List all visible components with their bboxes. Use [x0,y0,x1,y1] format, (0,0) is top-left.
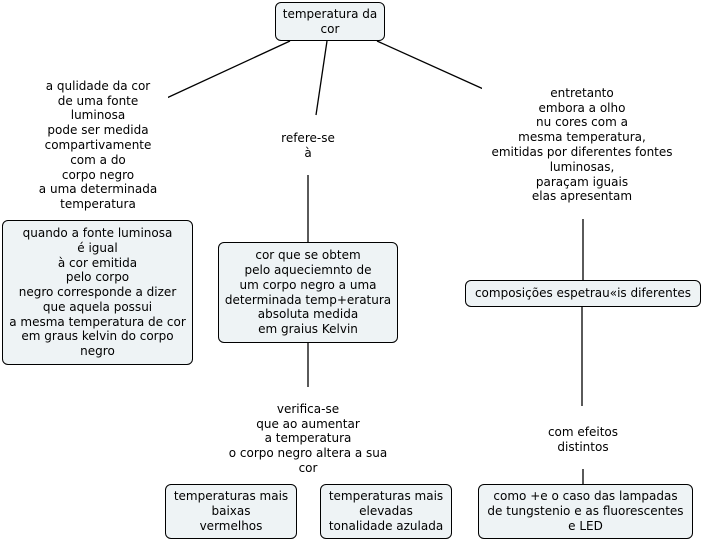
phrase-verifica-text: verifica-se que ao aumentar a temperatur… [228,401,388,475]
phrase-entretanto-text: entretanto embora a olho nu cores com a … [491,85,673,204]
concept-root[interactable]: temperatura da cor [275,2,385,41]
phrase-efeitos-text: com efeitos distintos [547,424,619,454]
phrase-qualidade-text: a qulidade da cor de uma fonte luminosa … [38,78,158,212]
concept-fonte-label: quando a fonte luminosa é igual à cor em… [9,225,186,359]
link-root-qualidade [157,40,291,103]
concept-baixas-label: temperaturas mais baixas vermelhos [173,489,289,533]
concept-root-label: temperatura da cor [282,6,378,36]
link-root-entretanto [376,40,491,93]
phrase-qualidade: a qulidade da cor de uma fonte luminosa … [28,64,168,227]
concept-composicoes-label: composições espetrau«is diferentes [474,286,692,301]
concept-lampadas[interactable]: como +e o caso das lampadas de tungsteni… [478,484,693,539]
phrase-efeitos: com efeitos distintos [542,410,624,470]
concept-composicoes[interactable]: composições espetrau«is diferentes [465,280,701,307]
concept-fonte[interactable]: quando a fonte luminosa é igual à cor em… [2,220,193,365]
concept-cor-obtem-label: cor que se obtem pelo aqueciemnto de um … [224,248,392,337]
phrase-entretanto: entretanto embora a olho nu cores com a … [482,71,682,219]
concept-elevadas[interactable]: temperaturas mais elevadas tonalidade az… [320,484,452,539]
concept-elevadas-label: temperaturas mais elevadas tonalidade az… [328,489,444,533]
phrase-refere: refere-se à [276,116,340,176]
concept-cor-obtem[interactable]: cor que se obtem pelo aqueciemnto de um … [218,242,398,343]
phrase-refere-text: refere-se à [281,130,335,160]
concept-baixas[interactable]: temperaturas mais baixas vermelhos [165,484,297,539]
phrase-verifica: verifica-se que ao aumentar a temperatur… [222,387,394,491]
concept-lampadas-label: como +e o caso das lampadas de tungsteni… [487,489,684,533]
link-root-refere [315,40,328,116]
